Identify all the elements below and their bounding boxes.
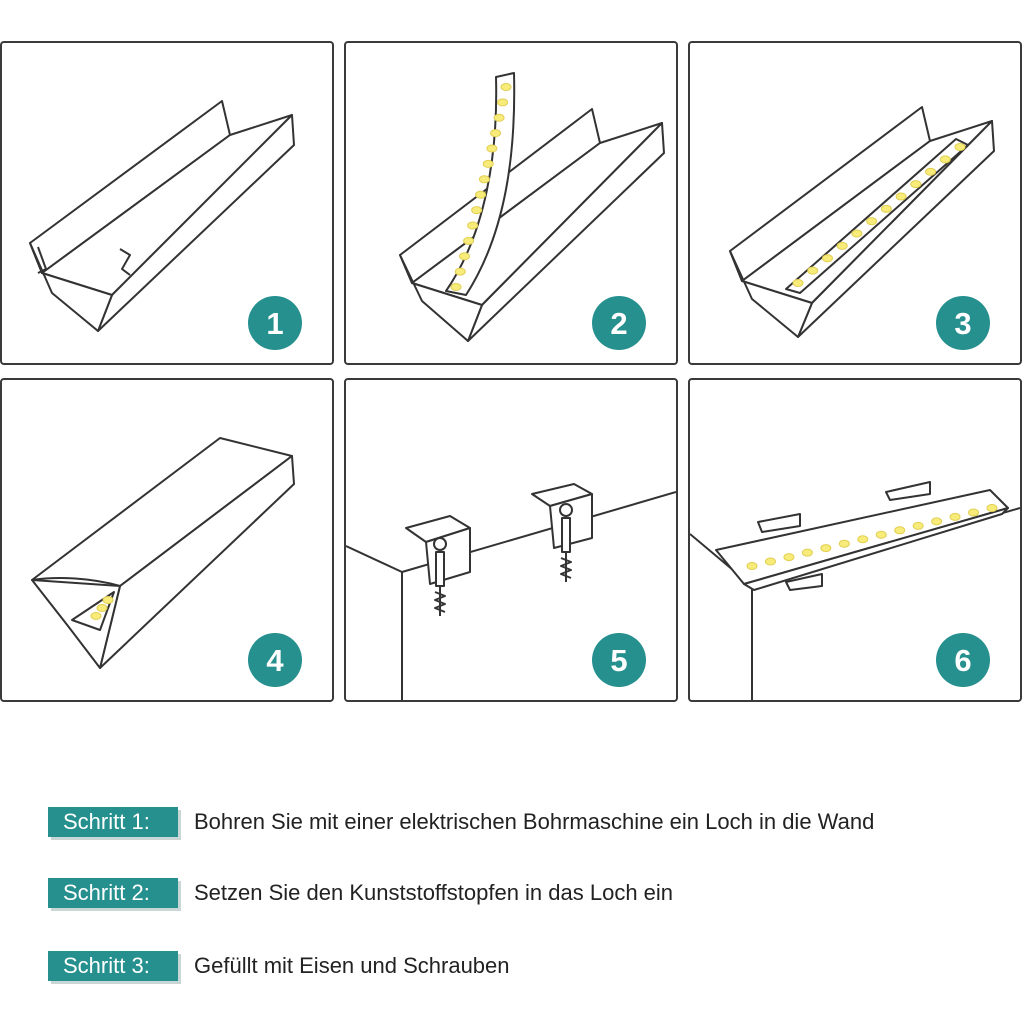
channel-with-led-strip-illustration bbox=[399, 72, 665, 342]
led-dot bbox=[801, 548, 813, 557]
step-panel-2: 2 bbox=[344, 41, 678, 365]
led-dot bbox=[954, 143, 966, 151]
led-dot bbox=[493, 113, 505, 122]
led-dot bbox=[764, 557, 776, 566]
led-dot bbox=[939, 155, 951, 164]
led-dot bbox=[986, 504, 998, 512]
led-dot bbox=[851, 229, 863, 238]
step-panel-1: 1 bbox=[0, 41, 334, 365]
led-dot bbox=[497, 98, 509, 107]
led-dot bbox=[836, 241, 848, 250]
screw-anchor-icon bbox=[559, 503, 573, 582]
led-dot bbox=[968, 508, 980, 517]
led-dot bbox=[458, 252, 470, 261]
step-number-badge: 2 bbox=[592, 296, 646, 350]
led-dot bbox=[838, 539, 850, 548]
led-dot bbox=[792, 279, 804, 287]
step-description: Setzen Sie den Kunststoffstopfen in das … bbox=[194, 880, 674, 905]
step-number-badge: 3 bbox=[936, 296, 990, 350]
led-dot bbox=[820, 544, 832, 553]
led-dot bbox=[500, 83, 512, 91]
led-dot bbox=[102, 596, 114, 604]
led-dot bbox=[475, 190, 487, 199]
step-description: Gefüllt mit Eisen und Schrauben bbox=[194, 953, 510, 978]
led-dot bbox=[880, 204, 892, 213]
step-row-1: Schritt 1: Bohren Sie mit einer elektris… bbox=[48, 806, 874, 838]
step-number-badge: 4 bbox=[248, 633, 302, 687]
channel-with-led-strip-illustration bbox=[729, 106, 995, 338]
led-dot bbox=[866, 217, 878, 226]
aluminum-channel-illustration bbox=[29, 100, 295, 332]
channel-with-diffuser-cover-illustration bbox=[31, 437, 295, 669]
step-row-3: Schritt 3: Gefüllt mit Eisen und Schraub… bbox=[48, 950, 510, 982]
step-number-badge: 5 bbox=[592, 633, 646, 687]
led-dot bbox=[746, 562, 758, 570]
step-panel-3: 3 bbox=[688, 41, 1022, 365]
led-dot bbox=[471, 206, 483, 215]
step-row-2: Schritt 2: Setzen Sie den Kunststoffstop… bbox=[48, 877, 673, 909]
led-dot bbox=[90, 612, 102, 620]
led-dot bbox=[490, 129, 502, 138]
led-dot bbox=[949, 512, 961, 521]
led-dot bbox=[895, 192, 907, 201]
led-dot bbox=[463, 236, 475, 245]
led-dot bbox=[925, 167, 937, 176]
led-dot bbox=[910, 180, 922, 189]
led-dot bbox=[482, 159, 494, 168]
step-label: Schritt 1: bbox=[48, 807, 178, 837]
led-dot bbox=[857, 535, 869, 544]
step-label: Schritt 2: bbox=[48, 878, 178, 908]
led-dot bbox=[894, 526, 906, 535]
led-dot bbox=[486, 144, 498, 153]
mounted-led-light-illustration bbox=[690, 481, 1020, 700]
led-dot bbox=[821, 254, 833, 263]
step-panel-5: 5 bbox=[344, 378, 678, 702]
step-description: Bohren Sie mit einer elektrischen Bohrma… bbox=[194, 809, 875, 834]
led-dot bbox=[454, 267, 466, 276]
screw-anchor-icon bbox=[433, 537, 447, 616]
led-dot bbox=[807, 266, 819, 275]
led-dot bbox=[478, 175, 490, 184]
step-number-badge: 6 bbox=[936, 633, 990, 687]
step-number-badge: 1 bbox=[248, 296, 302, 350]
led-dot bbox=[467, 221, 479, 230]
step-label: Schritt 3: bbox=[48, 951, 178, 981]
step-panel-6: 6 bbox=[688, 378, 1022, 702]
led-dot bbox=[875, 530, 887, 539]
led-dot bbox=[783, 553, 795, 562]
led-dot bbox=[96, 604, 108, 612]
led-dot bbox=[450, 283, 462, 291]
led-dot bbox=[931, 517, 943, 526]
wall-with-mounting-clips-illustration bbox=[346, 483, 676, 700]
led-dot bbox=[912, 521, 924, 530]
step-panel-4: 4 bbox=[0, 378, 334, 702]
